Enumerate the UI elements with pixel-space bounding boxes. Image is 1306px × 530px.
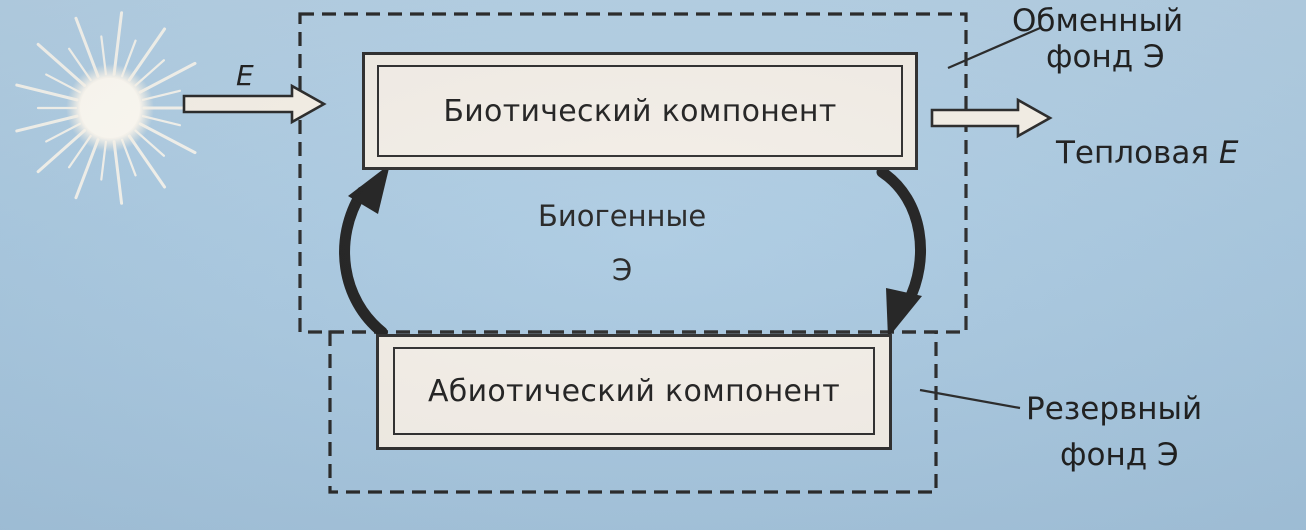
sun-ray bbox=[127, 27, 167, 82]
biogenic-elements-label-line2: Э bbox=[612, 253, 633, 287]
cycle-arrow-left-up bbox=[339, 186, 388, 338]
heat-output-arrow bbox=[930, 97, 1053, 139]
sun-ray bbox=[74, 138, 100, 200]
cycle-arrow-right-down bbox=[876, 166, 927, 308]
sun-ray bbox=[127, 134, 167, 189]
reserve-pool-label-line2: фонд Э bbox=[1060, 437, 1179, 473]
cycle-arrowhead-right bbox=[886, 288, 922, 338]
heat-output-symbol: E bbox=[1218, 135, 1239, 171]
sun-disk bbox=[80, 78, 140, 138]
biotic-component-label: Биотический компонент bbox=[377, 65, 903, 157]
heat-output-word: Тепловая bbox=[1056, 135, 1209, 171]
sun-ray bbox=[112, 140, 124, 205]
reserve-pool-label-line1: Резервный bbox=[1026, 391, 1203, 427]
sun-icon bbox=[15, 11, 208, 205]
abiotic-component-box: Абиотический компонент bbox=[376, 334, 892, 450]
sun-ray bbox=[15, 83, 79, 102]
cycle-arrowhead-left bbox=[348, 164, 390, 214]
reserve-pool-leader-line bbox=[919, 388, 1021, 410]
sun-ray bbox=[74, 16, 100, 78]
exchange-pool-label-line1: Обменный bbox=[1012, 3, 1184, 39]
energy-input-arrow bbox=[182, 83, 327, 125]
abiotic-component-label: Абиотический компонент bbox=[393, 347, 875, 435]
exchange-pool-boundary bbox=[298, 12, 968, 334]
sun-ray bbox=[15, 114, 79, 133]
sun-ray bbox=[138, 61, 197, 94]
reserve-pool-boundary bbox=[328, 330, 938, 494]
exchange-pool-label-line2: фонд Э bbox=[1046, 39, 1165, 75]
sun-ray bbox=[36, 42, 87, 87]
exchange-pool-leader-line bbox=[947, 26, 1041, 70]
sun-ray bbox=[138, 122, 197, 155]
sun-ray bbox=[112, 11, 124, 76]
heat-output-label: Тепловая E bbox=[1056, 138, 1238, 169]
biotic-component-box: Биотический компонент bbox=[362, 52, 918, 170]
biogenic-elements-label-line1: Биогенные bbox=[538, 199, 707, 233]
energy-input-label: E bbox=[236, 59, 254, 92]
sun-ray bbox=[36, 129, 87, 174]
